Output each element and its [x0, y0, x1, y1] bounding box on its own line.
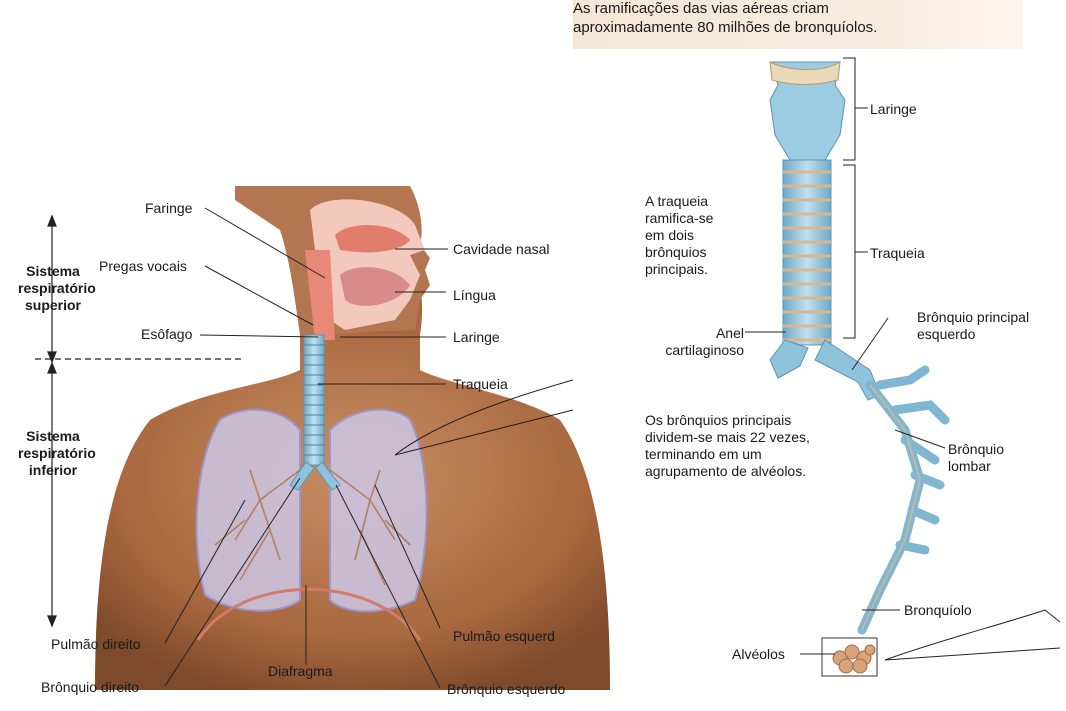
label-cavidade-nasal: Cavidade nasal	[453, 241, 550, 258]
note-trachea-line: principais.	[645, 261, 713, 278]
upper-system-line: Sistema	[18, 263, 88, 280]
label-traqueia-right: Traqueia	[870, 245, 925, 262]
note-trachea-line: ramifica-se	[645, 210, 713, 227]
airway-tree	[770, 62, 945, 676]
upper-system-line: respiratório	[18, 280, 88, 297]
note-bronchi-line: agrupamento de alvéolos.	[645, 463, 810, 480]
caption-line-2: aproximadamente 80 milhões de bronquíolo…	[573, 19, 877, 36]
lower-system-label: Sistema respiratório inferior	[18, 428, 88, 479]
label-lingua: Língua	[453, 287, 496, 304]
note-trachea-line: A traqueia	[645, 193, 713, 210]
caption-line-1: As ramificações das vias aéreas criam	[573, 0, 829, 17]
label-pulmao-esquerdo: Pulmão esquerd	[453, 628, 555, 645]
label-laringe-right: Laringe	[870, 101, 917, 118]
label-anel-cartilaginoso: Anel cartilaginoso	[637, 325, 744, 359]
note-bronchi-line: terminando em um	[645, 446, 810, 463]
note-bronchi-line: dividem-se mais 22 vezes,	[645, 429, 810, 446]
label-bronquio-lombar: Brônquio lombar	[948, 441, 1004, 475]
anel-line: cartilaginoso	[637, 342, 744, 359]
bronquio-lombar-line: Brônquio	[948, 441, 1004, 458]
label-bronquiolo: Bronquíolo	[904, 602, 972, 619]
upper-system-line: superior	[18, 297, 88, 314]
anel-line: Anel	[637, 325, 744, 342]
label-bronquio-principal-esquerdo: Brônquio principal esquerdo	[917, 309, 1029, 343]
label-laringe-left: Laringe	[453, 329, 500, 346]
lower-system-line: respiratório	[18, 445, 88, 462]
label-faringe: Faringe	[145, 200, 192, 217]
note-trachea: A traqueia ramifica-se em dois brônquios…	[645, 193, 713, 278]
label-traqueia-left: Traqueia	[453, 376, 508, 393]
label-pulmao-direito: Pulmão direito	[51, 636, 141, 653]
note-bronchi-line: Os brônquios principais	[645, 412, 810, 429]
label-esofago: Esôfago	[141, 326, 192, 343]
label-bronquio-direito: Brônquio direito	[41, 679, 139, 696]
upper-system-label: Sistema respiratório superior	[18, 263, 88, 314]
label-bronquio-esquerdo: Brônquio esquerdo	[447, 681, 565, 698]
lower-system-line: inferior	[18, 462, 88, 479]
caption-box: As ramificações das vias aéreas criam ap…	[573, 0, 1023, 49]
note-bronchi: Os brônquios principais dividem-se mais …	[645, 412, 810, 480]
label-diafragma: Diafragma	[268, 663, 333, 680]
label-alveolos: Alvéolos	[732, 646, 785, 663]
bronquio-principal-line: esquerdo	[917, 326, 1029, 343]
bronquio-lombar-line: lombar	[948, 458, 1004, 475]
note-trachea-line: em dois	[645, 227, 713, 244]
note-trachea-line: brônquios	[645, 244, 713, 261]
lower-system-line: Sistema	[18, 428, 88, 445]
label-pregas-vocais: Pregas vocais	[99, 258, 187, 275]
bronquio-principal-line: Brônquio principal	[917, 309, 1029, 326]
